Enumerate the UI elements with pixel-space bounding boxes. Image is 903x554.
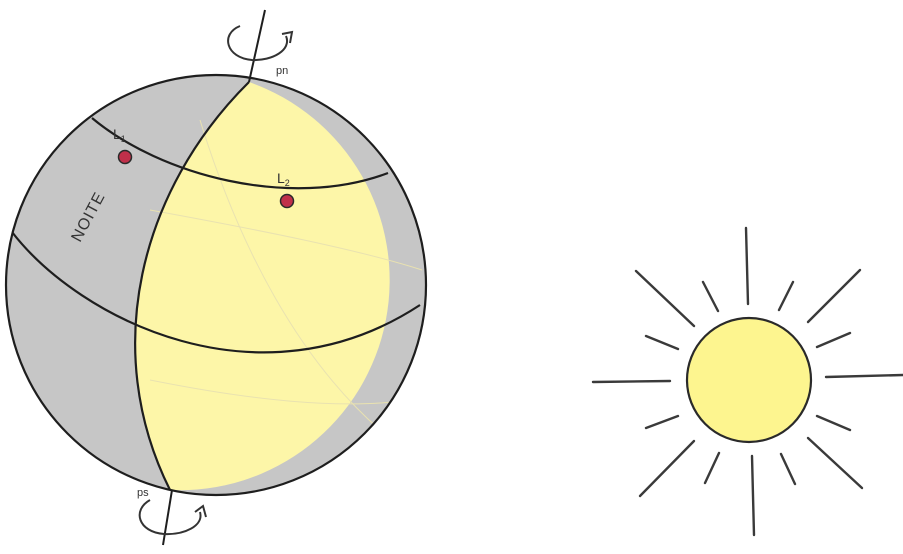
sun xyxy=(593,228,903,535)
north-pole-label: pn xyxy=(276,65,288,77)
south-pole-label: ps xyxy=(137,487,149,499)
axis-south-segment xyxy=(163,490,172,545)
axis-north-segment xyxy=(249,10,265,82)
location-l2-marker xyxy=(281,195,294,208)
sun-disc xyxy=(687,318,811,442)
location-l1-marker xyxy=(119,151,132,164)
south-rotation-arrow-icon xyxy=(140,500,206,534)
earth-globe: NOITE L1 L2 pn ps xyxy=(6,10,426,545)
